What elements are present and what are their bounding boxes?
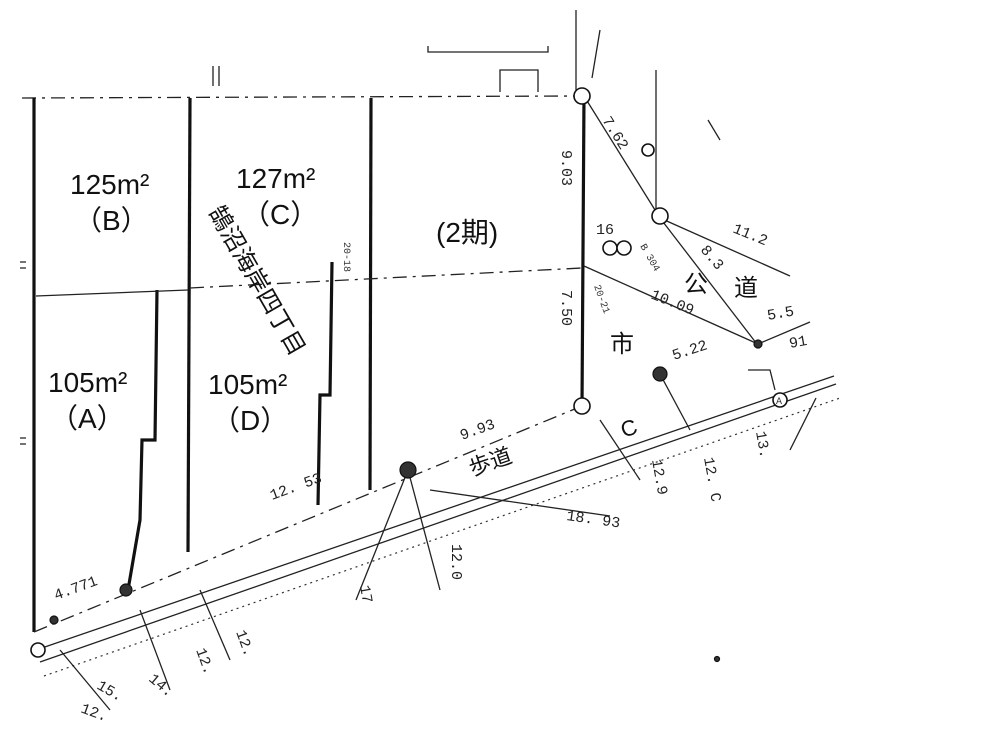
leader-120 <box>407 469 441 591</box>
diagonal-762 <box>583 95 661 219</box>
leader-17 <box>355 469 409 601</box>
dim-112: 11.2 <box>730 221 770 250</box>
top-building-outline <box>427 46 549 53</box>
front-boundary <box>33 405 583 633</box>
survey-marker <box>641 143 655 157</box>
leader-lower-3 <box>199 589 231 661</box>
survey-marker <box>602 240 618 256</box>
public-road-ko: 公 <box>684 270 708 298</box>
dim-129: 12.9 <box>647 458 670 496</box>
survey-marker <box>30 642 46 658</box>
leader-1893 <box>429 489 611 517</box>
parcel-2018: 20-18 <box>340 242 351 272</box>
lot-a-label: （A） <box>50 403 125 434</box>
lot-line-d-inner <box>316 261 334 506</box>
survey-marker <box>573 397 591 415</box>
lot-line-c-2ki <box>368 97 373 491</box>
lot-c-area: 127m² <box>236 163 315 194</box>
road-edge-1 <box>35 375 835 651</box>
parcel-2021: 20-21 <box>590 284 611 316</box>
dim-13: 13. <box>751 430 772 460</box>
survey-marker <box>616 240 632 256</box>
dim-762: 7.62 <box>598 114 632 154</box>
dim-120: 12.0 <box>447 544 464 580</box>
top-right-post <box>575 10 601 90</box>
split-line-b-a <box>35 289 189 297</box>
lot-a-area: 105m² <box>48 367 127 398</box>
east-road-edge <box>757 321 811 345</box>
public-road-do: 道 <box>734 274 758 302</box>
survey-marker <box>119 583 133 597</box>
lot-d-label: （D） <box>212 405 288 436</box>
leader-129 <box>599 419 641 481</box>
dim-91: 91 <box>788 333 809 353</box>
survey-marker <box>753 339 763 349</box>
stray-dot <box>713 655 721 663</box>
dim-12s3: 12. 53 <box>268 470 325 504</box>
parcel-b304: B 304 <box>637 243 662 274</box>
lot-d-area: 105m² <box>208 369 287 400</box>
dim-1893: 18. 93 <box>565 508 621 532</box>
dim-12b: 12. <box>231 628 256 659</box>
dim-17: 17 <box>355 584 375 605</box>
dim-750: 7.50 <box>557 290 574 326</box>
leader-lower-2 <box>59 649 111 711</box>
survey-marker <box>651 207 669 225</box>
leader-lower-1 <box>139 609 171 691</box>
survey-marker <box>49 615 59 625</box>
split-line-c-d <box>189 267 583 289</box>
phase2-label: (2期) <box>436 217 498 248</box>
dim-12c: 12. C <box>699 456 724 503</box>
lot-line-b-c <box>186 97 192 553</box>
lot-b-area: 125m² <box>70 169 149 200</box>
north-boundary-line <box>21 95 581 99</box>
public-road-edge <box>659 217 791 277</box>
survey-marker <box>652 366 668 382</box>
survey-marker <box>399 461 417 479</box>
corner-diagonal <box>583 265 759 345</box>
sidewalk-label: 歩道 <box>465 443 515 481</box>
dim-14: 14. <box>145 671 177 701</box>
east-frag-2 <box>789 397 817 451</box>
lot-b-label: （B） <box>74 205 149 236</box>
road-edge-3 <box>43 397 841 677</box>
dim-55: 5.5 <box>766 303 796 324</box>
public-road-edge-2 <box>659 217 761 349</box>
dim-522: 5.22 <box>670 337 710 364</box>
top-small-box <box>499 69 539 92</box>
dim-12c2: 12. <box>191 646 216 677</box>
dim-4771: 4.771 <box>52 573 100 604</box>
lot-line-a-d <box>126 289 159 591</box>
east-frag-3 <box>748 369 776 391</box>
dim-15: 15. <box>94 678 126 706</box>
city-label: 市 <box>610 330 634 358</box>
leader-662 <box>659 373 691 431</box>
east-frag-1 <box>707 119 721 141</box>
parcel-16: 16 <box>596 222 614 239</box>
survey-marker <box>772 392 788 408</box>
road-edge-2 <box>39 383 837 663</box>
top-tick-marks <box>212 66 220 86</box>
road-c-label: C <box>617 414 641 443</box>
edge-ticks <box>20 261 26 445</box>
marker-a-label: A <box>776 397 782 408</box>
dim-903: 9.03 <box>557 150 574 186</box>
lot-c-label: （C） <box>242 199 318 230</box>
lot-east-boundary <box>580 95 586 407</box>
survey-marker <box>573 87 591 105</box>
dim-993: 9.93 <box>458 416 498 444</box>
